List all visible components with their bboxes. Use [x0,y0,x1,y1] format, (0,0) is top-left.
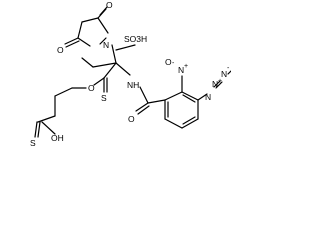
succinimide-ring [64,6,109,48]
bond [181,118,199,129]
chemical-structure: O O N SO3H O S NH O O - N + N N + N - S … [30,0,231,148]
bond [115,44,136,51]
atom-label-s: S [101,93,107,103]
bond [37,115,56,123]
atom-label-oh: OH [51,133,64,143]
bond [77,37,91,47]
bond [99,6,108,16]
bond [181,91,199,101]
bond [115,62,131,76]
bond [147,99,166,104]
atom-label-n: N [212,79,218,89]
bond [139,86,149,104]
charge-minus: - [172,60,175,67]
atom-label-s: S [30,138,36,148]
bond [77,21,83,39]
bond [34,121,38,138]
atom-label-o: O [57,45,64,55]
atom-label-o: O [165,57,172,67]
main-chain [81,44,136,93]
bond [99,37,107,45]
bond [103,62,117,79]
atom-label-o: O [88,83,95,93]
atom-label-nh: NH [127,80,139,90]
structure-canvas: O O N SO3H O S NH O O - N + N N + N - S … [0,0,231,154]
atom-label-n: N [221,69,227,79]
bond [111,44,117,64]
atom-labels: O O N SO3H O S NH O O - N + N N + N - S … [30,0,230,148]
bond [97,17,109,34]
bond [197,93,208,101]
bond [215,81,223,89]
atom-label-n: N [205,92,211,102]
amide-benzene [135,70,231,129]
bond [93,77,105,86]
bond [81,17,99,23]
bond [37,121,41,138]
bond [213,80,221,88]
atom-label-o: O [128,114,135,124]
bond [135,102,149,112]
charge-plus: + [184,63,188,70]
bond [64,37,79,45]
bond [92,62,117,68]
charge-plus: + [218,78,222,85]
bond [65,40,80,48]
bond [227,70,231,75]
bond [41,121,56,135]
bond [182,94,196,103]
charge-minus: - [227,65,230,72]
atom-label-o: O [106,0,113,10]
atom-label-so3h: SO3H [124,34,147,44]
bond [182,116,196,125]
bond [54,87,73,97]
bond [137,105,150,115]
bond [164,91,183,101]
bond [164,118,183,129]
atom-label-n: N [103,40,109,50]
bond [81,57,94,68]
atom-label-n: N [178,65,184,75]
thioacid-chain [34,87,87,138]
